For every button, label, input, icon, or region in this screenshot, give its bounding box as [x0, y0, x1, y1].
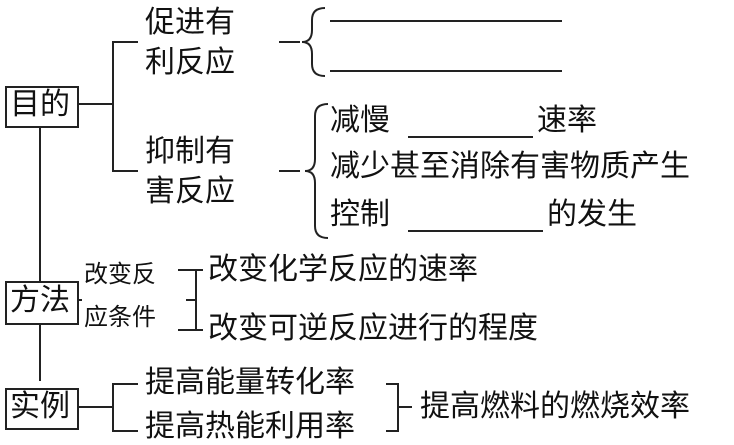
purpose-label: 目的: [10, 87, 70, 122]
suppress-brace: [304, 103, 329, 239]
purpose-box: [5, 86, 79, 128]
example-fork: [112, 383, 138, 432]
slow-blank: [408, 136, 533, 138]
method-label: 方法: [10, 283, 70, 318]
promote-blank-1: [330, 20, 562, 22]
example-merge-bracket: [386, 383, 399, 432]
suppress-line-1: 抑制有: [145, 134, 235, 169]
heat-use: 提高热能利用率: [145, 409, 355, 444]
promote-line-2: 利反应: [145, 45, 235, 80]
slow-prefix: 减慢: [330, 103, 390, 138]
change-cond-line-1: 改变反: [84, 260, 156, 288]
control-prefix: 控制: [330, 197, 390, 232]
example-box: [5, 388, 79, 430]
change-degree: 改变可逆反应进行的程度: [208, 311, 538, 346]
control-suffix: 的发生: [547, 197, 637, 232]
example-label: 实例: [10, 389, 70, 424]
reduce-text: 减少甚至消除有害物质产生: [330, 149, 690, 184]
change-cond-line-2: 应条件: [84, 303, 156, 331]
method-box: [5, 281, 79, 325]
fuel-eff: 提高燃料的燃烧效率: [420, 389, 690, 424]
suppress-line-2: 害反应: [145, 174, 235, 209]
promote-brace: [301, 7, 326, 77]
promote-line-1: 促进有: [145, 5, 235, 40]
control-blank: [408, 230, 543, 232]
change-rate: 改变化学反应的速率: [208, 252, 478, 287]
slow-suffix: 速率: [537, 103, 597, 138]
purpose-fork: [112, 41, 138, 172]
promote-blank-2: [330, 70, 562, 72]
conv-rate: 提高能量转化率: [145, 365, 355, 400]
